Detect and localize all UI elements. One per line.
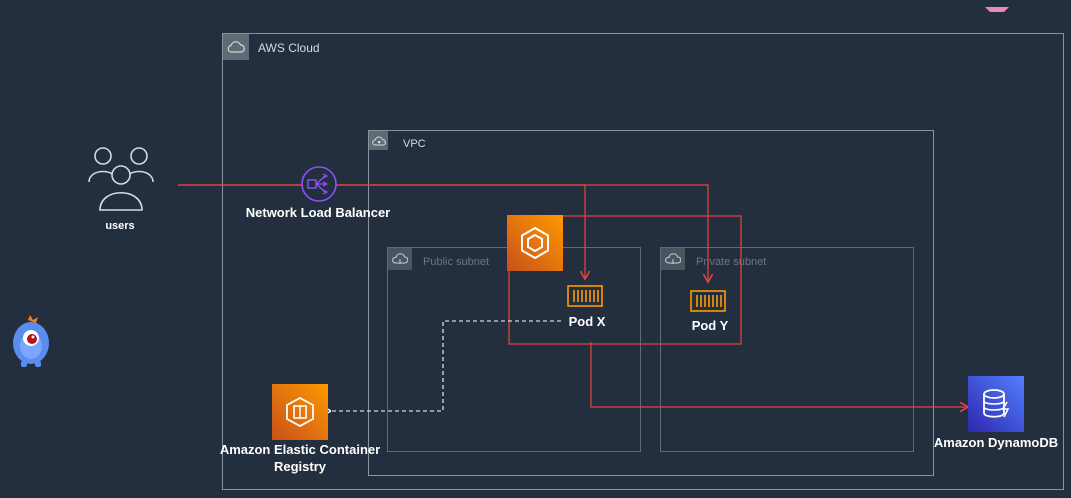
private-subnet-group: Private subnet — [660, 247, 914, 452]
pod-x-label: Pod X — [568, 314, 606, 329]
cloud-icon — [223, 34, 249, 60]
eks-node-group-box — [508, 215, 742, 345]
aws-cloud-group: AWS Cloud — [222, 33, 1064, 490]
users-label: users — [105, 220, 135, 232]
pod-x-to-dynamodb-connector — [590, 342, 967, 407]
dynamodb-icon — [968, 376, 1024, 432]
users-to-pod-y-connector — [178, 184, 708, 281]
nlb-label: Network Load Balancer — [245, 205, 391, 220]
ecr-label-line2: Registry — [273, 459, 327, 474]
aws-cloud-label: AWS Cloud — [258, 41, 320, 55]
decorative-shape — [982, 0, 1012, 12]
pod-y-label: Pod Y — [691, 318, 729, 333]
users-icon — [86, 144, 156, 214]
public-subnet-label: Public subnet — [423, 256, 490, 268]
container-icon — [690, 290, 726, 312]
lock-cloud-icon — [369, 131, 388, 150]
ecr-label-line1: Amazon Elastic Container — [219, 442, 381, 457]
vpc-label: VPC — [403, 138, 426, 150]
container-icon — [567, 285, 603, 307]
private-subnet-label: Private subnet — [696, 256, 767, 268]
subnet-icon — [388, 248, 412, 270]
eks-icon — [507, 215, 563, 271]
subnet-icon — [661, 248, 685, 270]
vpc-group: VPC — [368, 130, 934, 476]
load-balancer-icon — [300, 165, 338, 203]
mascot-icon — [10, 314, 52, 370]
ecr-icon — [272, 384, 328, 440]
pod-x-to-ecr-connector — [330, 320, 561, 411]
dynamodb-label: Amazon DynamoDB — [933, 435, 1059, 450]
